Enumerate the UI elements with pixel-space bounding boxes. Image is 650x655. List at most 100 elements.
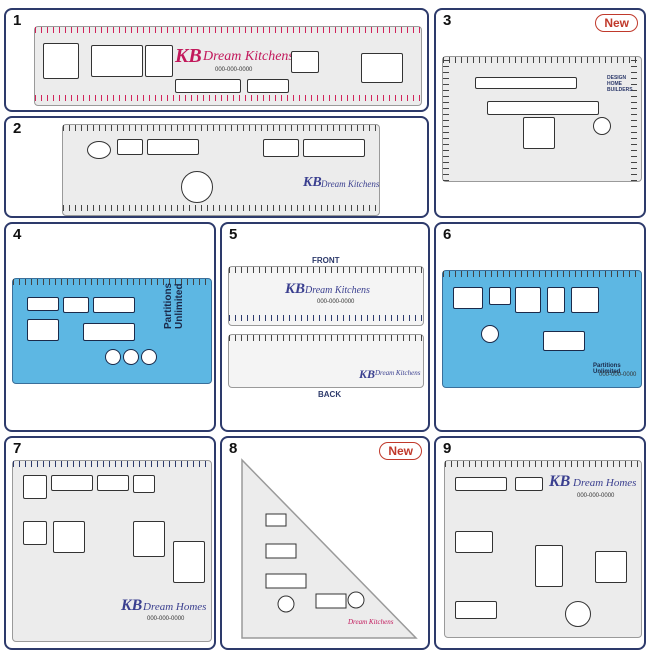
wall-cutout	[475, 77, 577, 89]
brand-line: HOME	[607, 81, 622, 87]
brand-phone: 000-000-0000	[599, 372, 637, 378]
home-template: KB Dream Homes 000-000-0000	[12, 460, 212, 642]
desk-cutout	[63, 297, 89, 313]
ruler-bottom	[63, 205, 379, 215]
brand-phone: 000-000-0000	[317, 299, 355, 305]
counter-cutout	[175, 79, 241, 93]
furniture-cutout	[23, 521, 47, 545]
cabinet-cutout	[247, 79, 289, 93]
chair-cutout	[489, 287, 511, 305]
ruler-top	[443, 271, 641, 281]
product-panel-9[interactable]: 9 KB Dream Homes 000-000-0000	[434, 436, 646, 650]
brand-name: Partitions Unlimited	[163, 282, 185, 329]
table-cutout	[543, 331, 585, 351]
panel-number: 1	[13, 12, 22, 29]
sofa-cutout	[455, 531, 493, 553]
product-panel-2[interactable]: 2 KB Dream Kitchens	[4, 116, 429, 218]
panel-number: 3	[443, 12, 452, 29]
desk-cutout	[93, 297, 135, 313]
circle-cutout	[565, 601, 591, 627]
panel-number: 4	[13, 226, 22, 243]
washer-cutout	[263, 139, 299, 157]
ruler-bottom	[229, 315, 423, 325]
new-badge: New	[379, 442, 422, 460]
ruler-top	[13, 279, 211, 289]
circle-cutout	[105, 349, 121, 365]
ruler-top	[445, 461, 641, 471]
brand-name: Dream Homes	[143, 601, 207, 613]
oval-cutout	[87, 141, 111, 159]
brand-name: Dream Homes	[573, 477, 637, 489]
arch-cutout	[523, 117, 555, 149]
bed-cutout	[455, 477, 507, 491]
circle-cutout	[141, 349, 157, 365]
panel-number: 8	[229, 440, 238, 457]
desk-cutout	[515, 287, 541, 313]
product-panel-1[interactable]: 1 KB Dream Kitchens 000-000-0000	[4, 8, 429, 112]
circle-cutout	[481, 325, 499, 343]
arrow-cutout	[291, 51, 319, 73]
circle-cutout	[123, 349, 139, 365]
cabinet-cutout	[173, 541, 205, 583]
back-label: BACK	[318, 390, 342, 399]
kb-logo: KB	[549, 473, 571, 490]
front-label: FRONT	[312, 256, 340, 265]
kb-logo: KB	[285, 281, 306, 297]
ruler-left	[443, 57, 453, 181]
partition-template: Partitions Unlimited 000-000-0000	[442, 270, 642, 388]
kitchen-template: KB Dream Kitchens	[62, 124, 380, 216]
chair-cutout	[133, 475, 155, 493]
brand-name: Dream Kitchens	[203, 49, 294, 64]
product-panel-3[interactable]: 3 New DESIGN HOME BUILDERS	[434, 8, 646, 218]
range-cutout	[91, 45, 143, 77]
triangle-template	[241, 458, 418, 639]
double-sink-cutout	[145, 45, 173, 77]
cabinet-cutout	[547, 287, 565, 313]
new-badge: New	[595, 14, 638, 32]
product-panel-5[interactable]: 5 FRONT KB Dream Kitchens 000-000-0000 K…	[220, 222, 430, 432]
partition-template: Partitions Unlimited	[12, 278, 212, 384]
desk-cutout	[27, 297, 59, 311]
table-cutout	[595, 551, 627, 583]
circle-cutout	[593, 117, 611, 135]
product-panel-8[interactable]: 8 New Dream Kitchens	[220, 436, 430, 650]
brand-name: Dream Kitchens	[321, 179, 380, 189]
chair-cutout	[453, 287, 483, 309]
kb-logo: KB	[175, 45, 202, 67]
panel-number: 2	[13, 120, 22, 137]
ruler-bottom	[35, 95, 421, 105]
kb-logo: KB	[121, 597, 143, 614]
kb-logo: KB	[359, 367, 376, 381]
table-cutout	[181, 171, 213, 203]
ruler-top	[13, 461, 211, 471]
fridge-cutout	[361, 53, 403, 83]
bed-cutout	[97, 475, 129, 491]
counter-cutout	[455, 601, 497, 619]
brand-line: DESIGN	[607, 75, 627, 81]
product-panel-7[interactable]: 7 KB Dream Homes 000-000-0000	[4, 436, 216, 650]
cabinet-cutout	[133, 521, 165, 557]
product-panel-6[interactable]: 6 Partitions Unlimited 000-000-0000	[434, 222, 646, 432]
panel-number: 6	[443, 226, 452, 243]
table-cutout	[53, 521, 85, 553]
kb-logo: KB	[303, 175, 322, 190]
product-panel-4[interactable]: 4 Partitions Unlimited	[4, 222, 216, 432]
ruler-top	[229, 335, 423, 345]
brand-name: Dream Kitchens	[375, 369, 421, 377]
furniture-cutout	[23, 475, 47, 499]
ruler-top	[63, 125, 379, 135]
scale-ruler-back: KB Dream Kitchens	[228, 334, 424, 388]
appliance-cutout	[303, 139, 365, 157]
brand-name: Dream Kitchens	[348, 618, 394, 626]
brand-phone: 000-000-0000	[147, 616, 185, 622]
shelf-cutout	[147, 139, 199, 155]
panel-number: 5	[229, 226, 238, 243]
brand-line: BUILDERS	[607, 87, 633, 93]
brand-name: Dream Kitchens	[305, 285, 370, 296]
sink-cutout	[43, 43, 79, 79]
panel-number: 9	[443, 440, 452, 457]
ruler-top	[35, 27, 421, 37]
kitchen-template-ruler: KB Dream Kitchens 000-000-0000	[34, 26, 422, 106]
brand-phone: 000-000-0000	[215, 67, 253, 73]
scale-ruler-front: KB Dream Kitchens 000-000-0000	[228, 266, 424, 326]
